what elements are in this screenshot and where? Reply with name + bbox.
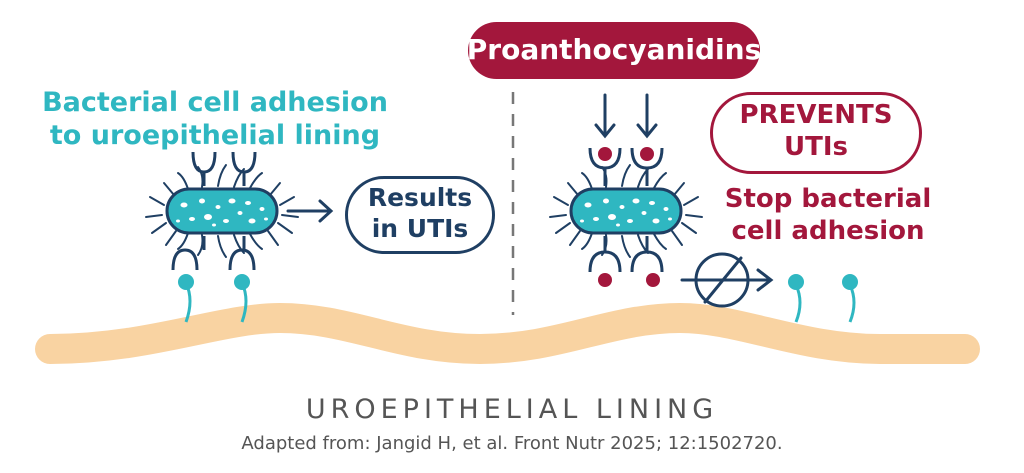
blocked-adhesin-bottom-left — [588, 250, 622, 273]
prevents-line1: PREVENTS — [739, 100, 893, 130]
adhesin-bottom-right — [228, 248, 256, 271]
receptors-bound — [178, 274, 250, 323]
results-line2: in UTIs — [371, 214, 469, 243]
stop-adhesion-label: Stop bacterial cell adhesion — [725, 183, 932, 247]
uroepithelial-lining-band — [35, 302, 980, 365]
adhesin-bottom-left — [171, 248, 199, 271]
proanthocyanidins-label: Proanthocyanidins — [466, 33, 762, 66]
left-title-line1: Bacterial cell adhesion — [42, 87, 388, 118]
pac-arrows — [594, 93, 658, 139]
stop-line1: Stop bacterial — [724, 184, 932, 214]
results-label: Results in UTIs — [368, 182, 472, 244]
prevents-line2: UTIs — [783, 132, 848, 162]
pac-molecule — [598, 147, 612, 161]
blocked-adhesion-arrow — [680, 252, 774, 308]
pac-molecule — [646, 273, 660, 287]
stop-line2: cell adhesion — [731, 216, 925, 246]
proanthocyanidins-badge — [468, 22, 760, 79]
prevents-pill — [710, 92, 922, 174]
bacterium-adhering — [144, 151, 300, 271]
lining-label: UROEPITHELIAL LINING — [305, 394, 719, 425]
blocked-adhesin-bottom-right — [630, 250, 664, 273]
pac-molecule — [640, 147, 654, 161]
left-panel-title: Bacterial cell adhesion to uroepithelial… — [42, 86, 388, 152]
results-line1: Results — [367, 183, 473, 212]
arrow-to-results — [286, 199, 334, 223]
results-pill — [345, 176, 495, 254]
source-citation: Adapted from: Jangid H, et al. Front Nut… — [241, 433, 783, 454]
receptors-free — [788, 274, 858, 323]
bacterium-blocked — [548, 147, 704, 287]
prevents-label: PREVENTS UTIs — [740, 99, 893, 163]
left-title-line2: to uroepithelial lining — [49, 120, 381, 151]
adhesin-top-left — [191, 151, 217, 174]
pac-molecule — [598, 273, 612, 287]
